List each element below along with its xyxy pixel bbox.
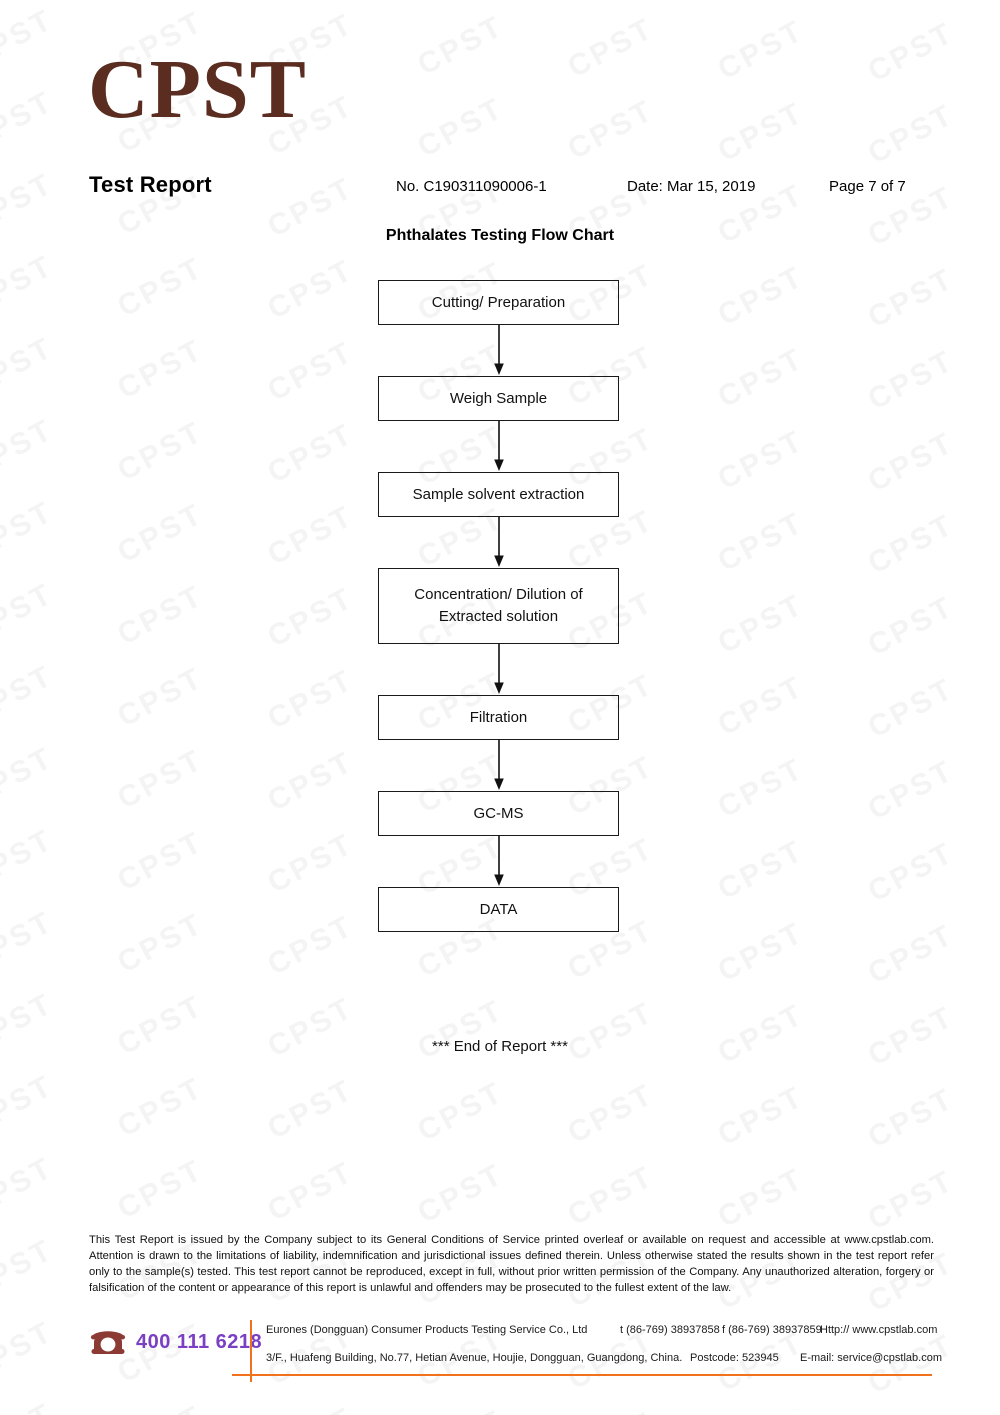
flow-step-box: Sample solvent extraction <box>378 472 619 517</box>
arrow-down-icon <box>493 325 504 375</box>
arrow-down-icon <box>493 421 504 471</box>
flow-arrow-connector <box>378 740 619 791</box>
arrow-down-icon <box>493 836 504 886</box>
flow-step-label: Concentration/ Dilution of Extracted sol… <box>414 586 583 625</box>
footer-horizontal-rule <box>232 1374 932 1376</box>
footer-fax: f (86-769) 38937859 <box>722 1324 822 1336</box>
footer-company-name: Eurones (Dongguan) Consumer Products Tes… <box>266 1324 588 1336</box>
flow-step-label: Sample solvent extraction <box>412 485 585 503</box>
flow-step-box: Filtration <box>378 695 619 740</box>
arrow-down-icon <box>493 740 504 790</box>
flow-arrow-connector <box>378 644 619 695</box>
disclaimer-text: This Test Report is issued by the Compan… <box>89 1234 934 1294</box>
flow-step-label: GC-MS <box>473 804 524 822</box>
flow-step-box: Weigh Sample <box>378 376 619 421</box>
flow-step-box: Cutting/ Preparation <box>378 280 619 325</box>
flowchart-title: Phthalates Testing Flow Chart <box>385 227 615 244</box>
flow-step-label: DATA <box>479 900 518 918</box>
telephone-icon <box>91 1331 125 1354</box>
cpst-logo: CPST <box>88 43 307 136</box>
flow-step-box: Concentration/ Dilution of Extracted sol… <box>378 568 619 644</box>
flow-step-box: DATA <box>378 887 619 932</box>
flow-step-label: Cutting/ Preparation <box>431 293 566 311</box>
arrow-down-icon <box>493 644 504 694</box>
page-title: Test Report <box>89 172 212 197</box>
report-date: Date: Mar 15, 2019 <box>627 178 756 195</box>
flow-step-label: Filtration <box>469 708 528 726</box>
flow-arrow-connector <box>378 836 619 887</box>
flow-arrow-connector <box>378 421 619 472</box>
footer-address: 3/F., Huafeng Building, No.77, Hetian Av… <box>266 1352 683 1364</box>
flow-step-label: Weigh Sample <box>449 389 548 407</box>
footer-email: E-mail: service@cpstlab.com <box>800 1352 942 1364</box>
flow-arrow-connector <box>378 325 619 376</box>
hotline-block: 400 111 6218 <box>88 1326 262 1358</box>
arrow-down-icon <box>493 517 504 567</box>
flow-step-box: GC-MS <box>378 791 619 836</box>
footer-postcode: Postcode: 523945 <box>690 1352 779 1364</box>
hotline-number: 400 111 6218 <box>136 1330 263 1353</box>
footer-website: Http:// www.cpstlab.com <box>820 1324 938 1336</box>
page-footer: 400 111 6218 Eurones (Dongguan) Consumer… <box>0 1312 1000 1392</box>
footer-vertical-divider <box>250 1320 252 1382</box>
footer-telephone: t (86-769) 38937858 <box>620 1324 720 1336</box>
report-number: No. C190311090006-1 <box>396 178 547 195</box>
page-number: Page 7 of 7 <box>829 178 906 195</box>
end-of-report-marker: *** End of Report *** <box>432 1038 568 1055</box>
flow-arrow-connector <box>378 517 619 568</box>
